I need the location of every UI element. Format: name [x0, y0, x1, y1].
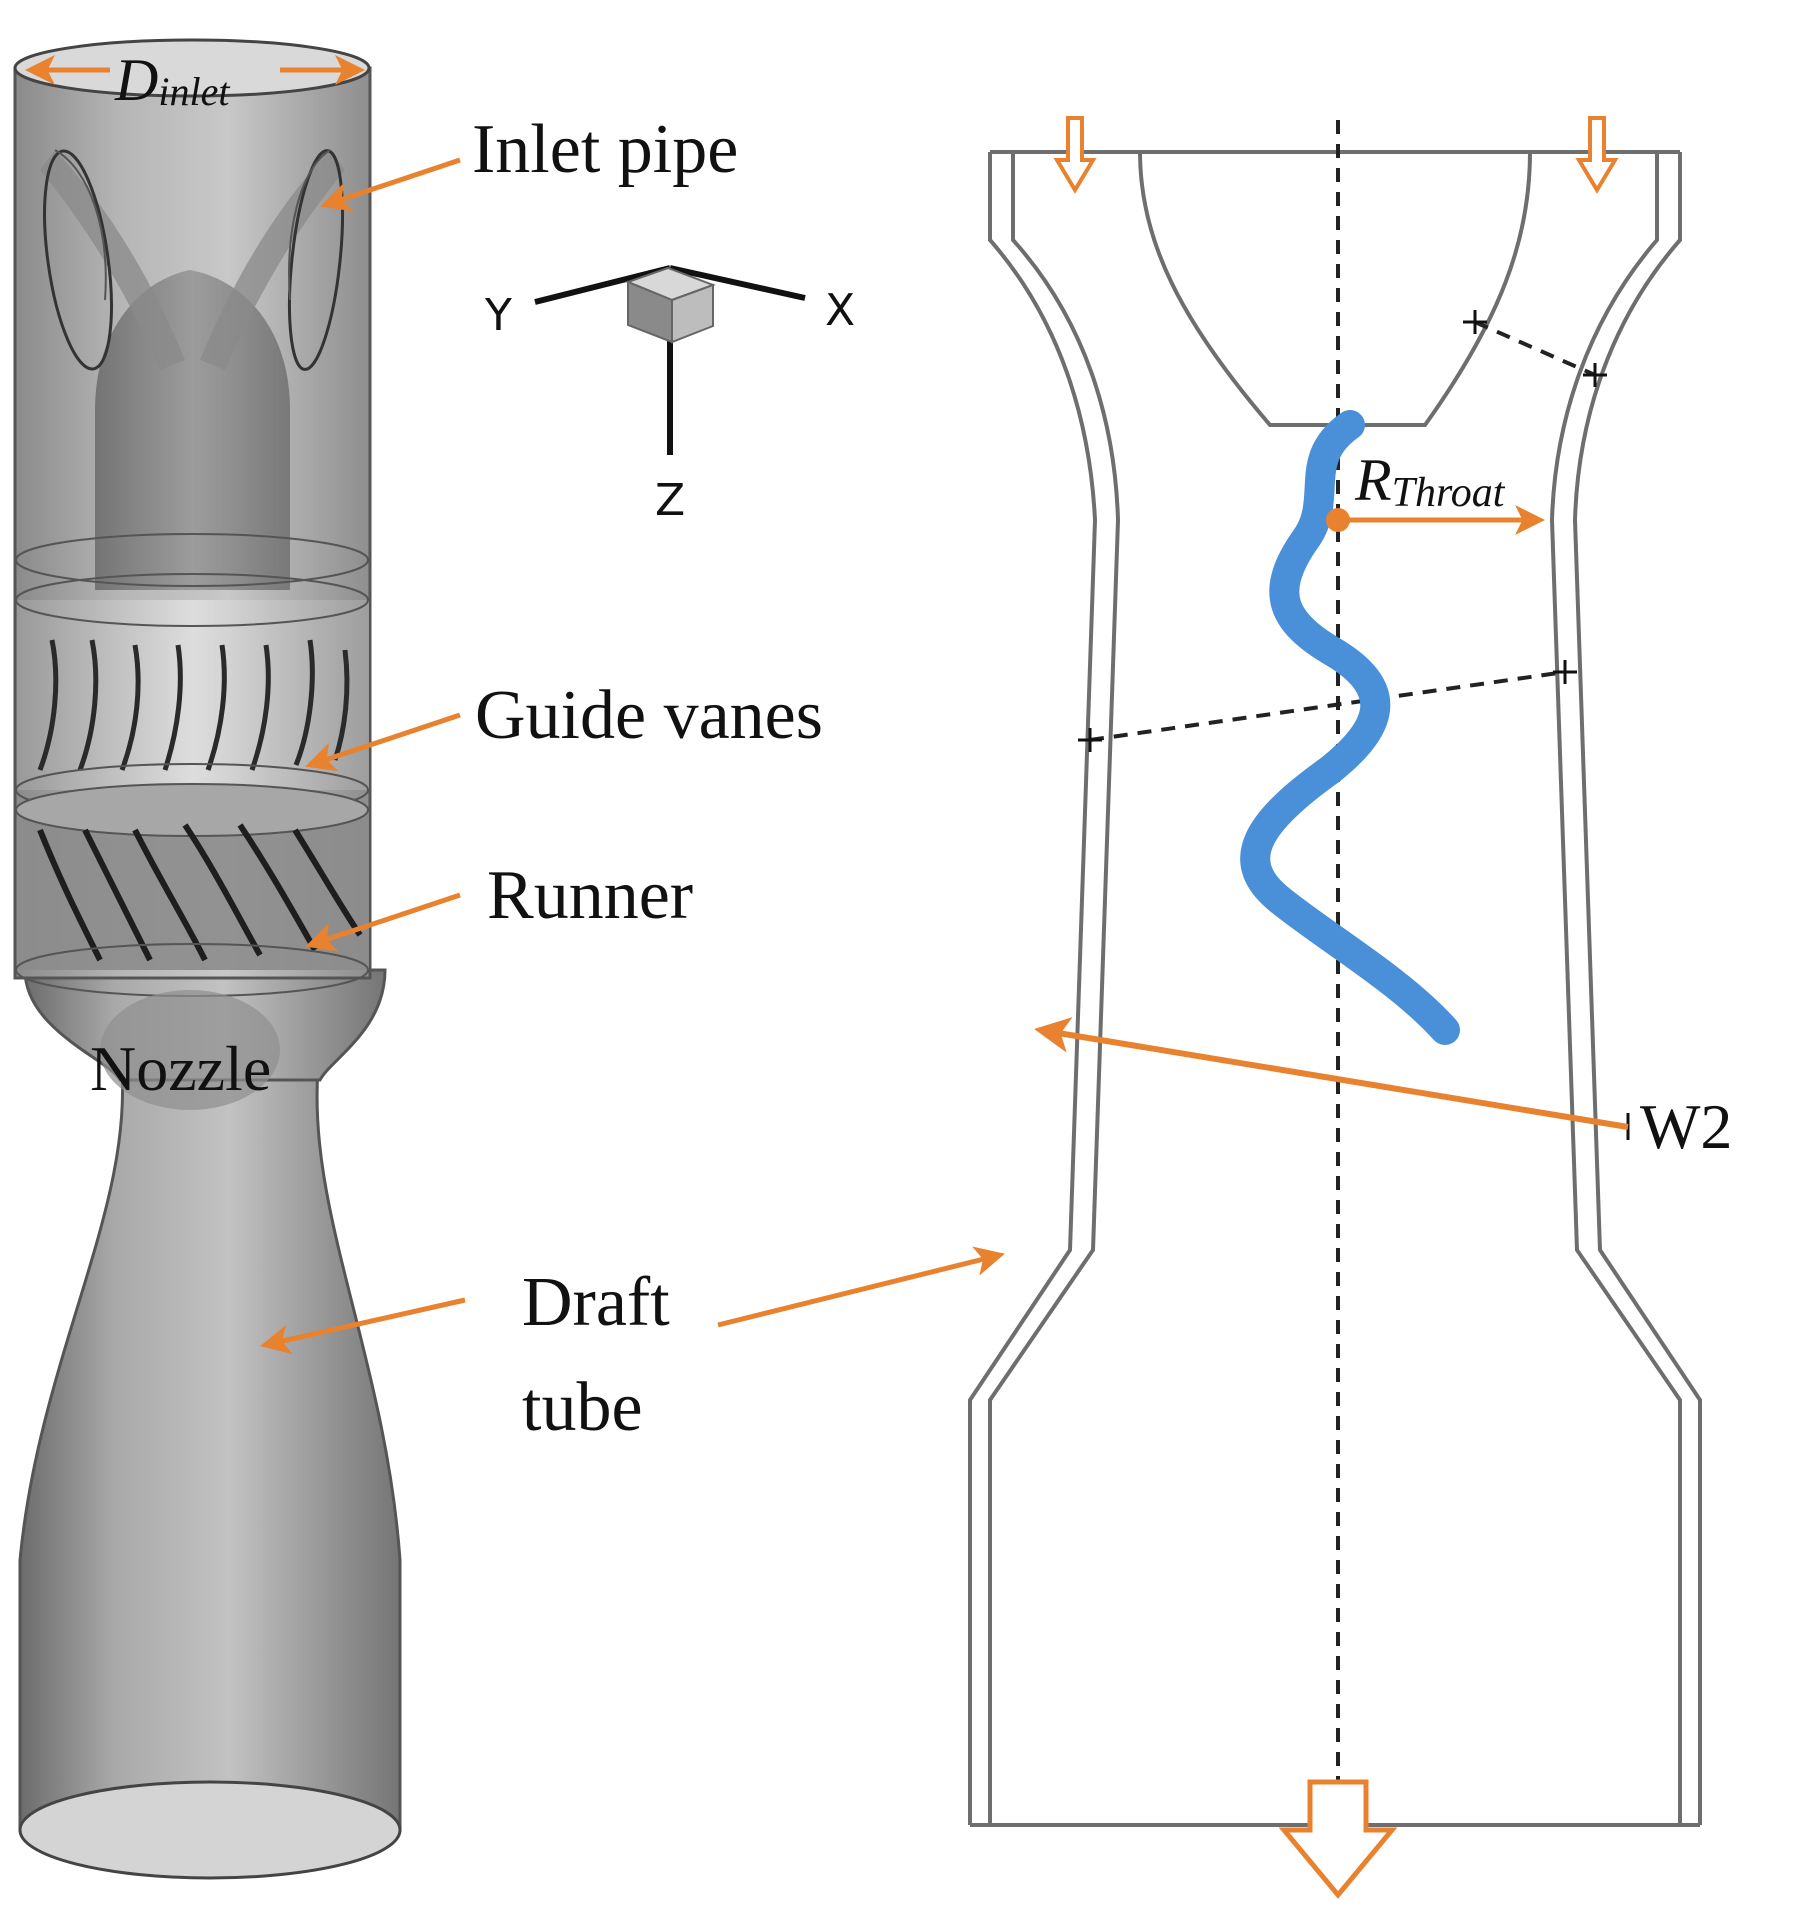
- outlet-bottom-ellipse: [18, 1780, 402, 1880]
- dashed-measure-upper: [1474, 320, 1596, 377]
- inlet-pipe-label: Inlet pipe: [472, 111, 738, 188]
- draft-tube-body: [18, 1048, 402, 1832]
- tick-marks: [1078, 310, 1630, 1140]
- strut-blade-left: [54, 149, 107, 301]
- draft-label-line2: tube: [522, 1369, 643, 1446]
- outer-wall-right: [1572, 152, 1702, 1825]
- nozzle-label: Nozzle: [90, 1033, 271, 1104]
- axis-y-line: [534, 265, 671, 305]
- vortex-rope: [1240, 410, 1460, 1045]
- axis-cube-right: [671, 283, 714, 344]
- w2-label: W2: [1640, 1091, 1732, 1162]
- callout-arrows-left: [260, 157, 1005, 1355]
- guide-vanes-label: Guide vanes: [475, 677, 823, 754]
- outflow-arrow: [1278, 1779, 1398, 1899]
- nozzle-bulb: [100, 990, 280, 1110]
- strut-ellipse-left: [43, 149, 113, 371]
- draft-label-line1: Draft: [522, 1264, 670, 1341]
- draft-tube-arrow-right: [717, 1246, 1005, 1328]
- inlet-strut-left: [40, 150, 185, 370]
- r-throat-label: RThroat: [1354, 447, 1506, 516]
- hub-cone: [95, 270, 290, 590]
- inlet-strut-right: [200, 150, 345, 370]
- dashed-measure-middle: [1089, 670, 1566, 742]
- section-ring-4: [15, 783, 369, 837]
- axis-triad: Y X Z: [484, 265, 855, 526]
- axis-x-label: X: [825, 285, 855, 336]
- strut-blade-right: [288, 149, 331, 301]
- draft-tube-arrow-left: [260, 1297, 466, 1355]
- inlet-pipe-arrow: [320, 157, 461, 212]
- w2-arrow: [1034, 1017, 1629, 1130]
- axis-y-label: Y: [484, 290, 512, 341]
- cross-section-diagram: [968, 150, 1702, 1827]
- axis-z-label: Z: [655, 475, 685, 526]
- section-ring-1: [15, 533, 369, 587]
- guide-vanes-arrow: [305, 712, 461, 772]
- inner-wall-left: [988, 152, 1121, 1825]
- axis-x-line: [669, 265, 806, 301]
- inflow-arrow-right: [1575, 116, 1619, 194]
- outer-wall-left: [968, 152, 1098, 1825]
- runner-label: Runner: [487, 857, 693, 934]
- inlet-top-ellipse: [13, 38, 371, 98]
- runner-arrow: [305, 892, 461, 952]
- inflow-arrows: [1053, 116, 1619, 194]
- turbine-3d-model: Dinlet: [13, 38, 402, 1880]
- inflow-arrow-left: [1053, 116, 1097, 194]
- d-inlet-label: Dinlet: [114, 47, 230, 114]
- inner-wall-right: [1549, 152, 1682, 1825]
- hub-profile: [1138, 151, 1532, 427]
- section-ring-2: [15, 573, 369, 627]
